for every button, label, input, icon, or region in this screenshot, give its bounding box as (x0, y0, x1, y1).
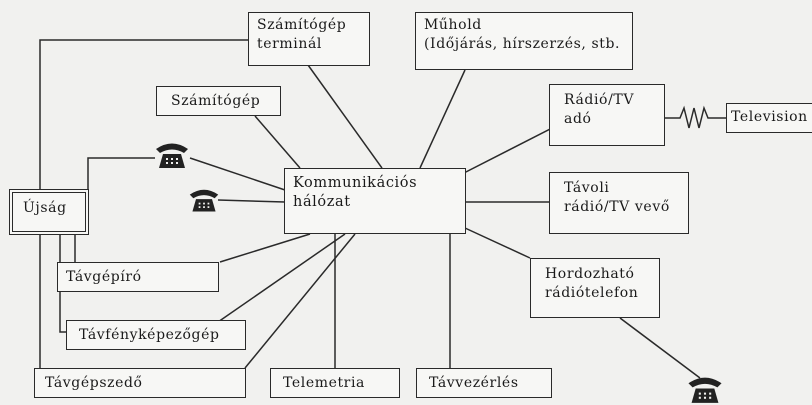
node-tavfenykepezogep: Távfényképezőgép (66, 320, 246, 350)
node-label: Újság (23, 200, 67, 216)
link-radio-tv-antenna (665, 105, 726, 129)
node-label: terminál (257, 36, 322, 52)
node-television: Television (726, 103, 812, 133)
node-label: Távgépíró (66, 269, 142, 285)
link-tavfenykep (217, 233, 346, 323)
link-muhold (419, 69, 466, 169)
link-terminal (307, 64, 383, 169)
node-label: Számítógép (171, 93, 261, 109)
link-mobil-phone (619, 317, 701, 379)
node-telemetria: Telemetria (270, 368, 400, 398)
node-label: Television (731, 109, 808, 125)
node-label: Műhold (424, 17, 482, 33)
node-label: rádió/TV vevő (564, 199, 670, 215)
node-label: Telemetria (283, 375, 366, 391)
link-tavgepiro (219, 233, 311, 263)
link-telefon-felso (189, 157, 286, 191)
node-muhold: Műhold (Időjárás, hírszerzés, stb. (415, 12, 633, 70)
node-tavgepiro: Távgépíró (57, 262, 219, 292)
node-radio-tv-ado: Rádió/TV adó (549, 84, 665, 146)
node-label: hálózat (293, 194, 351, 210)
node-label: rádiótelefon (545, 285, 639, 301)
node-hordozhato-radiotelefon: Hordozható rádiótelefon (530, 258, 660, 318)
telephone-icon (156, 143, 188, 168)
node-label: Hordozható (545, 266, 635, 282)
node-szamitogep: Számítógép (156, 86, 281, 116)
link-szamitogep (254, 115, 301, 169)
node-label: Távvezérlés (429, 375, 519, 391)
telephone-icon (688, 377, 722, 403)
telephone-icon (189, 189, 219, 212)
node-kommunikacios-halozat: Kommunikációs hálózat (284, 168, 466, 234)
link-telefon-kozep (217, 199, 286, 203)
link-ujsag-top (39, 39, 248, 190)
node-tavgepszedo: Távgépszedő (34, 368, 246, 398)
node-label: adó (564, 111, 592, 127)
link-tavgepszedo (244, 233, 356, 369)
link-ujsag-phone (87, 157, 155, 190)
node-label: Távoli (564, 180, 610, 196)
node-label: Távgépszedő (45, 375, 143, 391)
link-hordozhato (464, 227, 531, 259)
node-tavoli-radio-tv-vevo: Távoli rádió/TV vevő (549, 172, 689, 234)
node-szamitogep-terminal: Számítógép terminál (248, 12, 370, 66)
node-ujsag: Újság (9, 189, 89, 235)
node-tavvezerles: Távvezérlés (416, 368, 552, 398)
node-label: Kommunikációs (293, 175, 418, 191)
link-radio-ado (459, 124, 559, 176)
node-label: Távfényképezőgép (79, 327, 220, 343)
node-label: Számítógép (257, 17, 347, 33)
node-label: Rádió/TV (564, 92, 635, 108)
node-label: (Időjárás, hírszerzés, stb. (424, 36, 621, 52)
